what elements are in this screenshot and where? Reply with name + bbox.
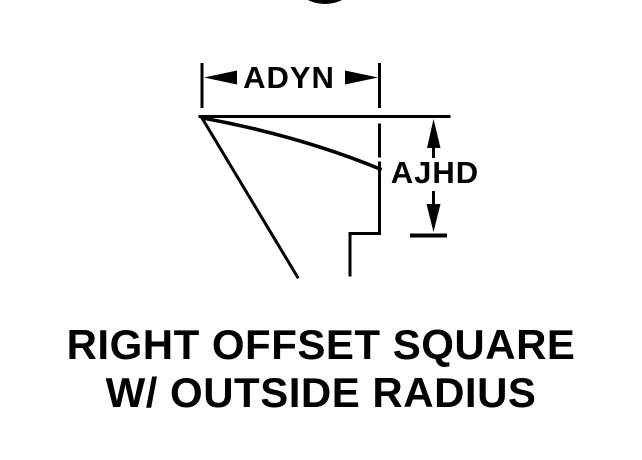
left-diagonal-edge <box>199 115 300 280</box>
right-step-edge <box>348 161 381 277</box>
width-dimension: ADYN <box>200 60 381 108</box>
ajhd-up-arrow-icon <box>427 119 441 148</box>
height-dimension: AJHD <box>391 119 479 238</box>
clipped-circle-artifact <box>308 0 342 4</box>
caption-line-1: RIGHT OFFSET SQUARE <box>66 321 576 368</box>
adyn-left-arrow-icon <box>204 70 237 85</box>
height-dimension-label: AJHD <box>391 155 479 190</box>
ajhd-down-arrow-icon <box>426 204 441 232</box>
outside-radius-curve <box>200 115 383 172</box>
profile-outline <box>198 115 451 280</box>
caption: RIGHT OFFSET SQUARE W/ OUTSIDE RADIUS <box>0 321 642 417</box>
caption-line-2: W/ OUTSIDE RADIUS <box>105 369 537 416</box>
adyn-right-arrow-icon <box>345 70 378 85</box>
width-dimension-label: ADYN <box>243 60 335 95</box>
